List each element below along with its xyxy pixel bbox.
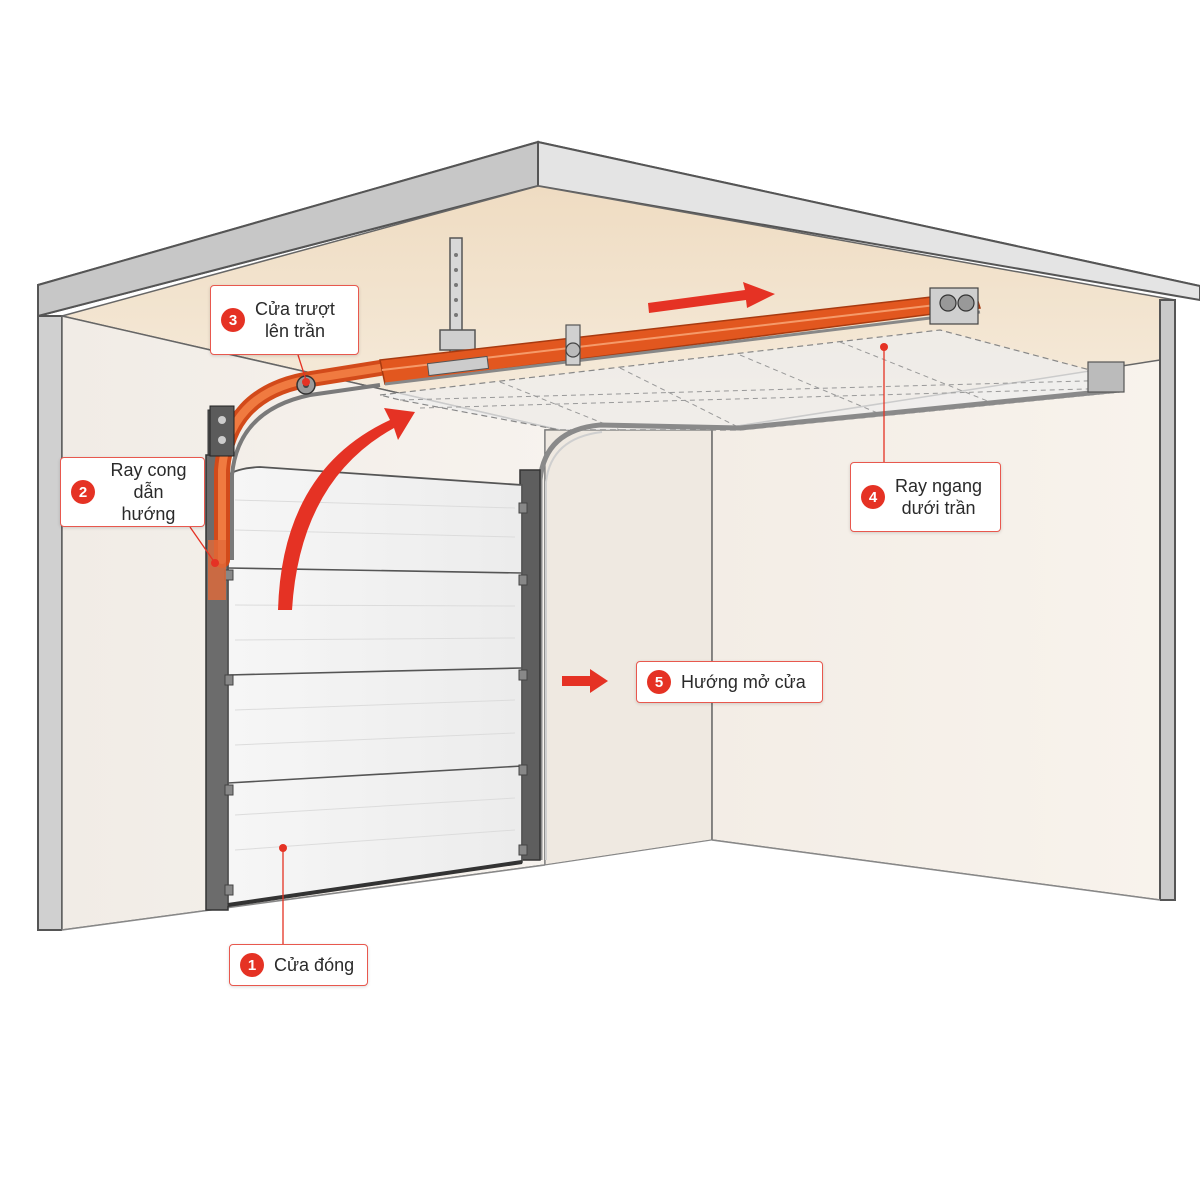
track-hanger [565, 324, 581, 366]
callout-number-badge: 1 [240, 953, 264, 977]
back-wall [544, 429, 713, 866]
callout-opening-direction: 5 Hướng mở cửa [636, 661, 823, 703]
callout-label: Ray cong dẫn hướng [110, 460, 187, 524]
callout-number-badge: 4 [861, 485, 885, 509]
callout-label: Ray ngang dưới trần [895, 476, 983, 518]
leader-lines [189, 347, 885, 945]
closed-door [224, 466, 528, 907]
leader-dots [211, 343, 888, 852]
callout-closed-door: 1 Cửa đóng [229, 944, 368, 986]
callout-label: Cửa đóng [274, 955, 355, 975]
curved-guide-track [208, 360, 388, 600]
arrow-right-icon [562, 669, 608, 693]
callout-number-badge: 3 [221, 308, 245, 332]
ceiling-hanger-bracket [439, 237, 476, 359]
callout-curved-guide-track: 2 Ray cong dẫn hướng [60, 457, 205, 527]
curved-arrow-up-icon [278, 408, 415, 610]
callout-label: Hướng mở cửa [681, 672, 806, 692]
right-wall [711, 299, 1176, 901]
wall-bracket [209, 405, 235, 457]
opened-door-ghost [379, 329, 1125, 860]
callout-horizontal-ceiling-track: 4 Ray ngang dưới trần [850, 462, 1001, 532]
callout-label: Cửa trượt lên trần [255, 299, 335, 341]
arrow-right-icon [648, 282, 775, 313]
horizontal-ceiling-track [296, 287, 981, 395]
callout-number-badge: 5 [647, 670, 671, 694]
roof-slab [37, 140, 1200, 318]
callout-slides-to-ceiling: 3 Cửa trượt lên trần [210, 285, 359, 355]
floor [62, 840, 1160, 1060]
end-roller-bracket [929, 287, 979, 325]
callout-number-badge: 2 [71, 480, 95, 504]
